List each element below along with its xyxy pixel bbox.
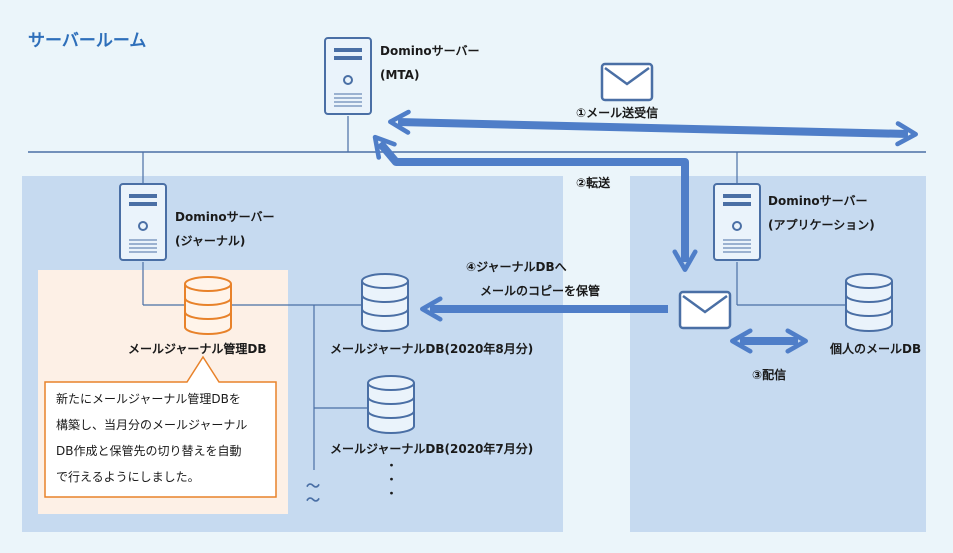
application-server-role: (アプリケーション)	[768, 218, 875, 232]
aug-db-label: メールジャーナルDB(2020年8月分)	[330, 342, 534, 356]
jul-db-icon	[367, 375, 415, 434]
journal-server-role: (ジャーナル)	[175, 234, 246, 248]
step-send-receive-label: ①メール送受信	[576, 106, 659, 120]
step-journal-copy-label-2: メールのコピーを保管	[480, 284, 601, 298]
mta-server-name: Dominoサーバー	[380, 44, 480, 58]
journal-server-name: Dominoサーバー	[175, 210, 275, 224]
page-title: サーバールーム	[28, 31, 147, 51]
management-db-label: メールジャーナル管理DB	[128, 342, 267, 356]
continuation-dot: ・	[386, 473, 397, 486]
send-receive-arrow	[388, 109, 918, 147]
callout-line: 新たにメールジャーナル管理DBを	[56, 392, 241, 406]
mail-icon-top	[600, 62, 654, 102]
callout-line: で行えるようにしました。	[56, 470, 200, 484]
jul-db-label: メールジャーナルDB(2020年7月分)	[330, 442, 534, 456]
step-journal-copy-label-1: ④ジャーナルDBへ	[466, 260, 567, 274]
journal-server-icon	[119, 183, 167, 261]
step-deliver-label: ③配信	[752, 368, 787, 382]
personal-db-icon	[845, 273, 893, 332]
personal-db-label: 個人のメールDB	[830, 342, 922, 356]
wave-mark: ～	[306, 479, 320, 495]
management-db-icon	[184, 276, 232, 335]
mta-server-icon	[324, 37, 372, 115]
callout-line: 構築し、当月分のメールジャーナル	[56, 418, 248, 432]
continuation-dot: ・	[386, 459, 397, 472]
callout-box	[44, 355, 277, 498]
callout-line: DB作成と保管先の切り替えを自動	[56, 444, 242, 458]
aug-db-icon	[361, 273, 409, 332]
step-transfer-label: ②転送	[576, 176, 611, 190]
application-server-name: Dominoサーバー	[768, 194, 868, 208]
continuation-wave: ～ ～	[306, 480, 320, 508]
mail-icon-journal	[678, 290, 732, 330]
transfer-arrow	[372, 134, 698, 272]
application-server-icon	[713, 183, 761, 261]
callout-text: 新たにメールジャーナル管理DBを 構築し、当月分のメールジャーナル DB作成と保…	[56, 386, 266, 490]
mta-server-role: (MTA)	[380, 68, 420, 82]
wave-mark: ～	[306, 493, 320, 509]
continuation-dot: ・	[386, 487, 397, 500]
